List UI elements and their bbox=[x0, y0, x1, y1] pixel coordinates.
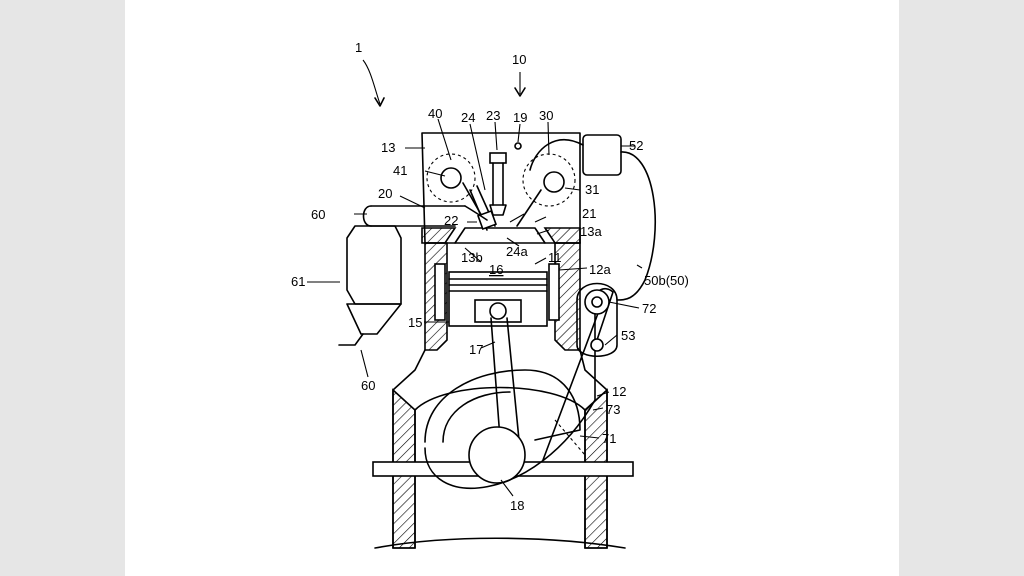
label-30: 30 bbox=[539, 108, 553, 123]
right-margin bbox=[899, 0, 1024, 576]
label-10: 10 bbox=[512, 52, 526, 67]
label-13b: 13b bbox=[461, 250, 483, 265]
label-52: 52 bbox=[629, 138, 643, 153]
label-12: 12 bbox=[612, 384, 626, 399]
label-73: 73 bbox=[606, 402, 620, 417]
label-53: 53 bbox=[621, 328, 635, 343]
crankshaft bbox=[424, 369, 586, 484]
exhaust-camshaft bbox=[522, 153, 576, 207]
label-15: 15 bbox=[408, 315, 422, 330]
label-19: 19 bbox=[513, 110, 527, 125]
timing-chain bbox=[424, 288, 614, 489]
label-24a: 24a bbox=[506, 244, 528, 259]
exhaust-valve bbox=[516, 189, 542, 227]
leader-lines bbox=[307, 59, 643, 497]
control-unit bbox=[529, 134, 656, 301]
piston bbox=[448, 271, 548, 327]
label-60-top: 60 bbox=[311, 207, 325, 222]
spark-plug bbox=[489, 152, 507, 216]
label-16: 16 bbox=[489, 262, 503, 277]
label-20: 20 bbox=[378, 186, 392, 201]
label-40: 40 bbox=[428, 106, 442, 121]
label-17: 17 bbox=[469, 342, 483, 357]
label-72: 72 bbox=[642, 301, 656, 316]
label-50b: 50b(50) bbox=[644, 273, 689, 288]
label-13a: 13a bbox=[580, 224, 602, 239]
document-page: 1 10 40 24 23 19 30 13 41 52 31 20 60 22… bbox=[125, 0, 899, 576]
label-18: 18 bbox=[510, 498, 524, 513]
label-61: 61 bbox=[291, 274, 305, 289]
label-41: 41 bbox=[393, 163, 407, 178]
label-23: 23 bbox=[486, 108, 500, 123]
label-71: 71 bbox=[602, 431, 616, 446]
label-60-bottom: 60 bbox=[361, 378, 375, 393]
injector bbox=[469, 185, 497, 231]
label-22: 22 bbox=[444, 213, 458, 228]
label-11: 11 bbox=[548, 250, 562, 265]
engine-diagram: 1 10 40 24 23 19 30 13 41 52 31 20 60 22… bbox=[291, 40, 689, 549]
reference-labels: 1 10 40 24 23 19 30 13 41 52 31 20 60 22… bbox=[291, 40, 689, 513]
left-margin bbox=[0, 0, 125, 576]
oil-pump bbox=[576, 282, 618, 357]
label-12a: 12a bbox=[589, 262, 611, 277]
canister bbox=[338, 225, 402, 346]
label-21: 21 bbox=[582, 206, 596, 221]
label-1: 1 bbox=[355, 40, 362, 55]
intake-camshaft bbox=[426, 153, 476, 203]
label-31: 31 bbox=[585, 182, 599, 197]
small-port-19 bbox=[514, 142, 522, 150]
label-13: 13 bbox=[381, 140, 395, 155]
label-24: 24 bbox=[461, 110, 475, 125]
